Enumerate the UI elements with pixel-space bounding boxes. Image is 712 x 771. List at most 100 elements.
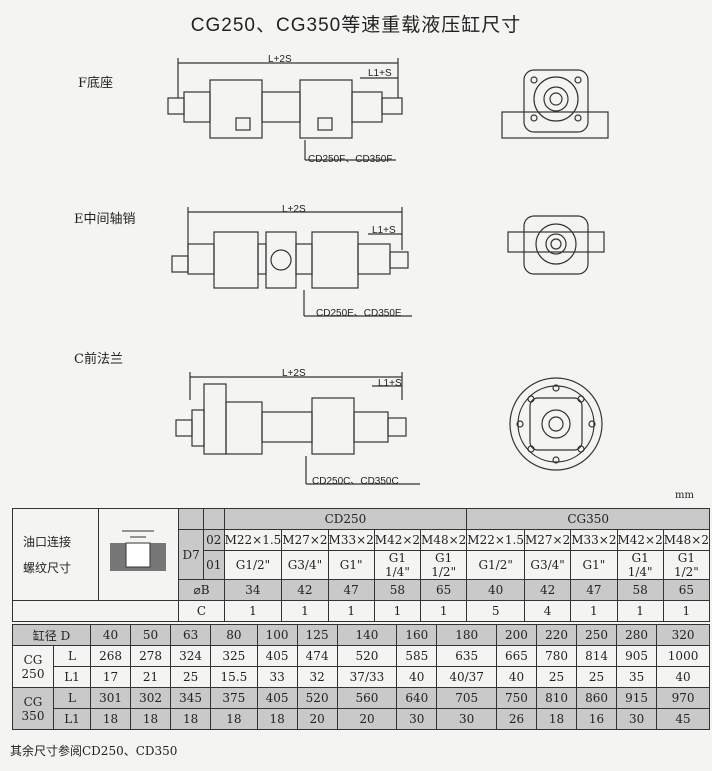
c-mount-end-view xyxy=(509,377,603,471)
dim-f-ls: L+2S xyxy=(268,54,292,65)
c-value-4: 1 xyxy=(420,600,468,622)
thread-metric-8: M42×2 xyxy=(616,529,664,551)
cg350-l1-4: 18 xyxy=(256,708,298,730)
table-corner xyxy=(178,508,204,530)
c-value-9: 1 xyxy=(662,600,711,622)
cg350-l-0: 301 xyxy=(89,687,132,709)
cg250-l-6: 520 xyxy=(336,645,398,667)
unit-label: mm xyxy=(675,490,694,501)
cg250-l1-10: 25 xyxy=(535,666,578,688)
bore-13: 320 xyxy=(656,624,710,646)
bore-0: 40 xyxy=(89,624,132,646)
cg350-l-3: 375 xyxy=(210,687,258,709)
code-e: CD250E、CD350E xyxy=(316,308,402,319)
f-mount-end-view xyxy=(501,69,609,139)
cg250-l-10: 780 xyxy=(535,645,578,667)
thread-metric-1: M27×2 xyxy=(281,529,329,551)
thread-pipe-5: G1/2" xyxy=(466,550,525,580)
cg350-l1-0: 18 xyxy=(89,708,132,730)
dim-e-ls: L+2S xyxy=(282,204,306,215)
bore-3: 80 xyxy=(210,624,258,646)
cg250-l-5: 474 xyxy=(296,645,338,667)
bore-9: 200 xyxy=(495,624,538,646)
cg350-l-7: 640 xyxy=(396,687,438,709)
bore-5: 125 xyxy=(296,624,338,646)
cg250-l-9: 665 xyxy=(495,645,538,667)
b-value-5: 40 xyxy=(466,579,525,601)
c-value-8: 1 xyxy=(616,600,664,622)
cg350-l-2: 345 xyxy=(170,687,212,709)
cg250-l1-4: 33 xyxy=(256,666,298,688)
cg350-l1-1: 18 xyxy=(130,708,172,730)
bore-11: 250 xyxy=(576,624,618,646)
technical-drawings xyxy=(167,58,609,485)
group-cg350: CG350 xyxy=(466,508,710,530)
c-value-3: 1 xyxy=(373,600,422,622)
port-thread-table: 油口连接 螺纹尺寸 CD250 CG350 D7 02 M22×1.5 M27×… xyxy=(11,508,711,622)
bore-4: 100 xyxy=(256,624,298,646)
c-value-7: 1 xyxy=(570,600,618,622)
bore-10: 220 xyxy=(535,624,578,646)
thread-pipe-7: G1" xyxy=(570,550,618,580)
port-label: 油口连接 螺纹尺寸 xyxy=(11,508,99,601)
cg350-l1-label: L1 xyxy=(53,708,91,730)
cg250-l1-0: 17 xyxy=(89,666,132,688)
f-mount-side-view xyxy=(167,58,403,161)
cg350-label: CG 350 xyxy=(12,687,54,730)
cg350-l1-6: 20 xyxy=(336,708,398,730)
thread-pipe-1: G3/4" xyxy=(281,550,329,580)
thread-pipe-0: G1/2" xyxy=(223,550,283,580)
b-value-7: 47 xyxy=(570,579,618,601)
thread-metric-6: M27×2 xyxy=(523,529,572,551)
cg350-l1-2: 18 xyxy=(170,708,212,730)
c-value-1: 1 xyxy=(281,600,329,622)
cg350-l-9: 750 xyxy=(495,687,538,709)
cg250-l1-2: 25 xyxy=(170,666,212,688)
cg250-l1-11: 25 xyxy=(576,666,618,688)
d7-label: D7 xyxy=(178,529,204,580)
cg350-l1-13: 45 xyxy=(656,708,710,730)
cg250-l1-12: 35 xyxy=(616,666,658,688)
b-value-6: 42 xyxy=(523,579,572,601)
group-cd250: CD250 xyxy=(223,508,468,530)
c-label: C xyxy=(178,600,225,622)
row02-label: 02 xyxy=(202,529,225,551)
thread-pipe-6: G3/4" xyxy=(523,550,572,580)
dim-e-l1s: L1+S xyxy=(372,225,396,236)
cg350-l-4: 405 xyxy=(256,687,298,709)
b-value-2: 47 xyxy=(327,579,375,601)
bore-label: 缸径 D xyxy=(12,624,91,646)
b-value-0: 34 xyxy=(223,579,283,601)
cg250-l-label: L xyxy=(53,645,91,667)
cg250-l1-8: 40/37 xyxy=(436,666,497,688)
spacer xyxy=(11,600,180,622)
row01-label: 01 xyxy=(202,550,225,580)
cg350-l1-12: 30 xyxy=(616,708,658,730)
port-label-line2: 螺纹尺寸 xyxy=(23,560,72,575)
cg350-l-13: 970 xyxy=(656,687,710,709)
cg350-l-12: 915 xyxy=(616,687,658,709)
c-value-5: 5 xyxy=(466,600,525,622)
cg350-l1-8: 30 xyxy=(436,708,497,730)
dim-c-ls: L+2S xyxy=(282,368,306,379)
cg350-l-1: 302 xyxy=(130,687,172,709)
cg250-l1-13: 40 xyxy=(656,666,710,688)
table-corner-2 xyxy=(202,508,225,530)
cg250-l1-label: L1 xyxy=(53,666,91,688)
thread-metric-2: M33×2 xyxy=(327,529,375,551)
thread-metric-9: M48×2 xyxy=(662,529,711,551)
b-value-8: 58 xyxy=(616,579,664,601)
cg350-l1-10: 18 xyxy=(535,708,578,730)
thread-pipe-9: G1 1/2" xyxy=(662,550,711,580)
c-value-6: 4 xyxy=(523,600,572,622)
code-f: CD250F、CD350F xyxy=(308,154,393,165)
cg250-l-3: 325 xyxy=(210,645,258,667)
dimension-table: 缸径 D 40 50 63 80 100 125 140 160 180 200… xyxy=(12,624,710,730)
c-value-0: 1 xyxy=(223,600,283,622)
e-mount-end-view xyxy=(507,215,605,275)
cg250-l1-1: 21 xyxy=(130,666,172,688)
cg350-l1-3: 18 xyxy=(210,708,258,730)
port-thread-icon xyxy=(109,530,166,571)
b-label: ⌀B xyxy=(178,579,225,601)
cg250-l-12: 905 xyxy=(616,645,658,667)
